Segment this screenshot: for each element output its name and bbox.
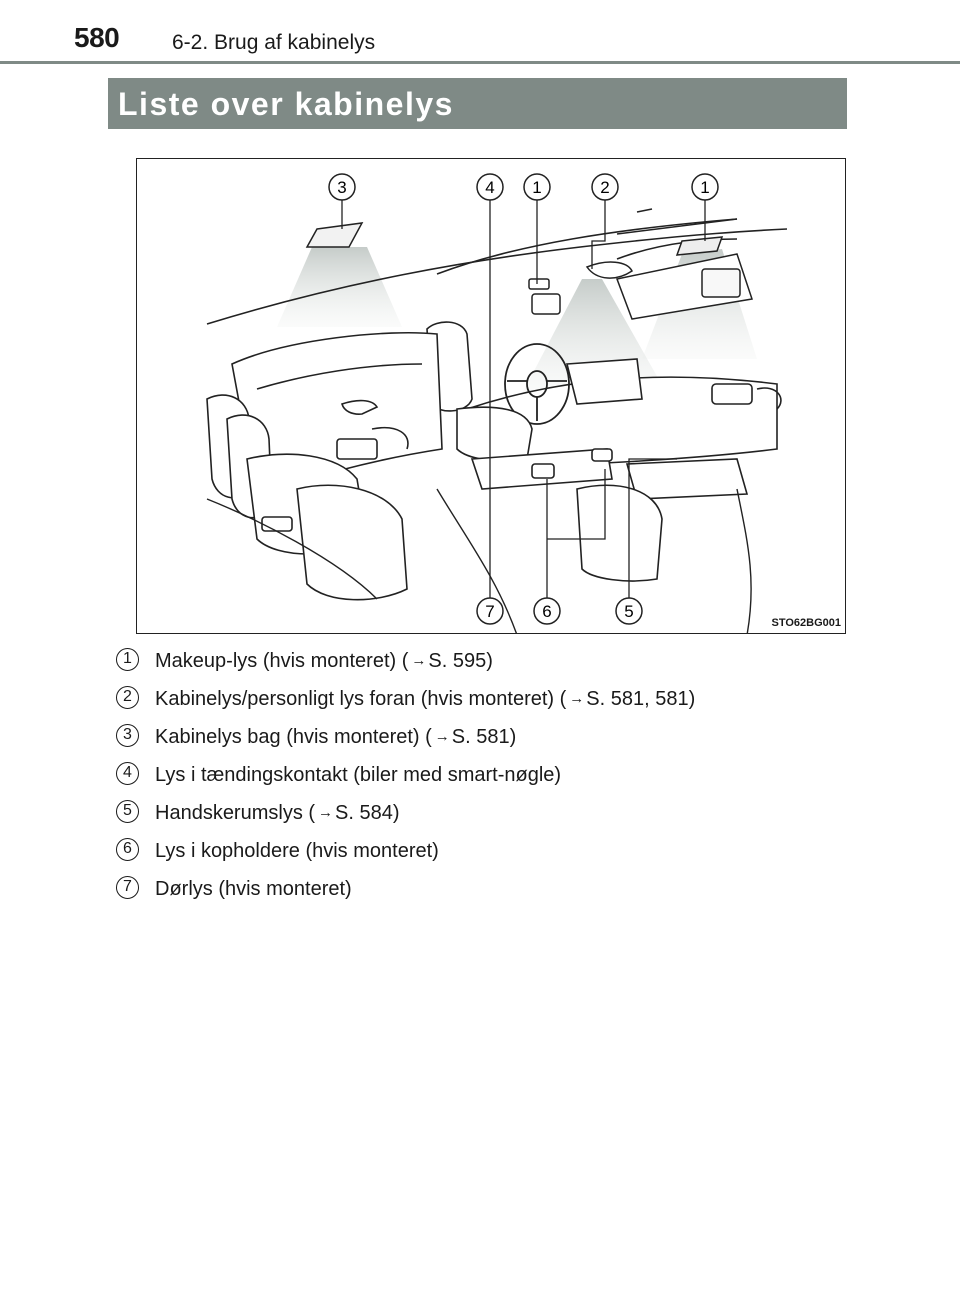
- svg-text:4: 4: [485, 178, 494, 197]
- legend-item-3: 3 Kabinelys bag (hvis monteret) (→S. 581…: [116, 722, 856, 758]
- arrow-icon: →: [318, 804, 334, 821]
- callout-1b: 1: [691, 173, 719, 201]
- legend-item-2: 2 Kabinelys/personligt lys foran (hvis m…: [116, 684, 856, 720]
- legend-item-1: 1 Makeup-lys (hvis monteret) (→S. 595): [116, 646, 856, 682]
- legend-list: 1 Makeup-lys (hvis monteret) (→S. 595) 2…: [116, 646, 856, 912]
- svg-text:7: 7: [485, 602, 494, 621]
- page-reference-link[interactable]: S. 584): [335, 802, 400, 824]
- number-badge: 2: [116, 686, 139, 709]
- callout-5: 5: [615, 597, 643, 625]
- number-badge: 4: [116, 762, 139, 785]
- number-badge: 3: [116, 724, 139, 747]
- svg-text:2: 2: [600, 178, 609, 197]
- callout-6: 6: [533, 597, 561, 625]
- steering-wheel: [504, 343, 570, 425]
- callout-3: 3: [328, 173, 356, 201]
- overhead-console: [528, 261, 633, 315]
- cabin-lights-illustration: 3 4 1 2 1 7 6 5 STO62BG001: [136, 158, 846, 634]
- legend-text: Lys i kopholdere (hvis monteret): [155, 840, 439, 862]
- roof-outline: [206, 208, 788, 325]
- page-number: 580: [74, 22, 120, 53]
- number-badge: 1: [116, 648, 139, 671]
- page-reference-link[interactable]: S. 581, 581): [586, 688, 696, 710]
- callout-2: 2: [591, 173, 619, 201]
- dashboard: [466, 358, 782, 500]
- legend-item-6: 6 Lys i kopholdere (hvis monteret): [116, 836, 856, 872]
- callout-1: 1: [523, 173, 551, 201]
- svg-text:5: 5: [624, 602, 633, 621]
- legend-text: Lys i tændingskontakt (biler med smart-n…: [155, 764, 562, 786]
- rear-light-beam: [277, 247, 402, 327]
- rear-seats: [206, 394, 408, 601]
- floor-outline: [206, 488, 752, 633]
- legend-text: Kabinelys/personligt lys foran (hvis mon…: [155, 688, 567, 710]
- header-divider: [0, 61, 960, 64]
- svg-text:3: 3: [337, 178, 346, 197]
- arrow-icon: →: [411, 652, 427, 669]
- svg-text:1: 1: [532, 178, 541, 197]
- car-interior-drawing: 3 4 1 2 1 7 6 5: [206, 173, 788, 633]
- number-badge: 6: [116, 838, 139, 861]
- number-badge: 7: [116, 876, 139, 899]
- svg-text:1: 1: [700, 178, 709, 197]
- rear-dome-light: [305, 222, 364, 248]
- sun-visor: [615, 236, 753, 320]
- section-title-bar: Liste over kabinelys: [108, 78, 847, 129]
- svg-text:6: 6: [542, 602, 551, 621]
- legend-text: Kabinelys bag (hvis monteret) (: [155, 726, 432, 748]
- legend-text: Handskerumslys (: [155, 802, 316, 824]
- legend-text: Makeup-lys (hvis monteret) (: [155, 650, 409, 672]
- legend-item-7: 7 Dørlys (hvis monteret): [116, 874, 856, 910]
- section-header: 6-2. Brug af kabinelys: [172, 31, 376, 54]
- callout-leaders: [341, 199, 706, 599]
- page-reference-link[interactable]: S. 595): [428, 650, 493, 672]
- legend-item-5: 5 Handskerumslys (→S. 584): [116, 798, 856, 834]
- legend-item-4: 4 Lys i tændingskontakt (biler med smart…: [116, 760, 856, 796]
- number-badge: 5: [116, 800, 139, 823]
- section-title: Liste over kabinelys: [118, 86, 454, 122]
- center-console: [470, 448, 613, 490]
- legend-text: Dørlys (hvis monteret): [155, 878, 352, 900]
- figure-code: STO62BG001: [771, 617, 841, 629]
- arrow-icon: →: [569, 690, 585, 707]
- callout-markers: 3 4 1 2 1 7 6 5: [328, 173, 719, 625]
- callout-4: 4: [476, 173, 504, 201]
- arrow-icon: →: [434, 728, 450, 745]
- page-reference-link[interactable]: S. 581): [451, 726, 517, 748]
- callout-7: 7: [476, 597, 504, 625]
